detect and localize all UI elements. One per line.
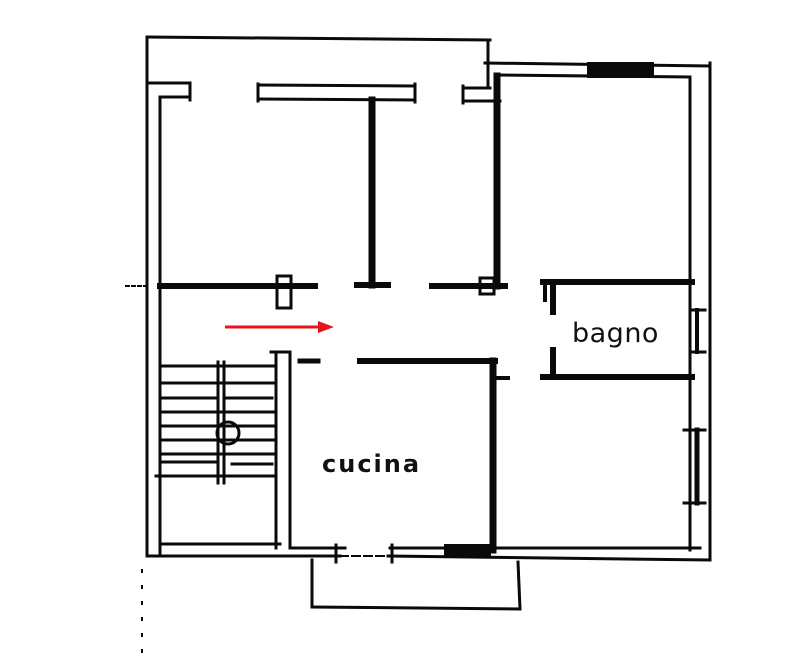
wall-cucina [297, 357, 510, 554]
wall-bottom [145, 542, 712, 564]
arrow-icon [225, 321, 334, 333]
wall-mid-left [125, 274, 318, 310]
stairs [154, 360, 277, 485]
wall-stair [269, 350, 292, 550]
wall-right-room [483, 61, 712, 562]
wall-top-left [145, 81, 192, 558]
room-label-bagno: bagno [572, 318, 659, 349]
top-outer-line [145, 35, 492, 558]
wall-mid-right [429, 276, 508, 296]
window-right-lower [682, 427, 707, 506]
wall-bagno [540, 279, 707, 380]
room-label-cucina: cucina [322, 450, 422, 478]
balcony [310, 558, 522, 611]
wall-top-middle [256, 82, 417, 104]
